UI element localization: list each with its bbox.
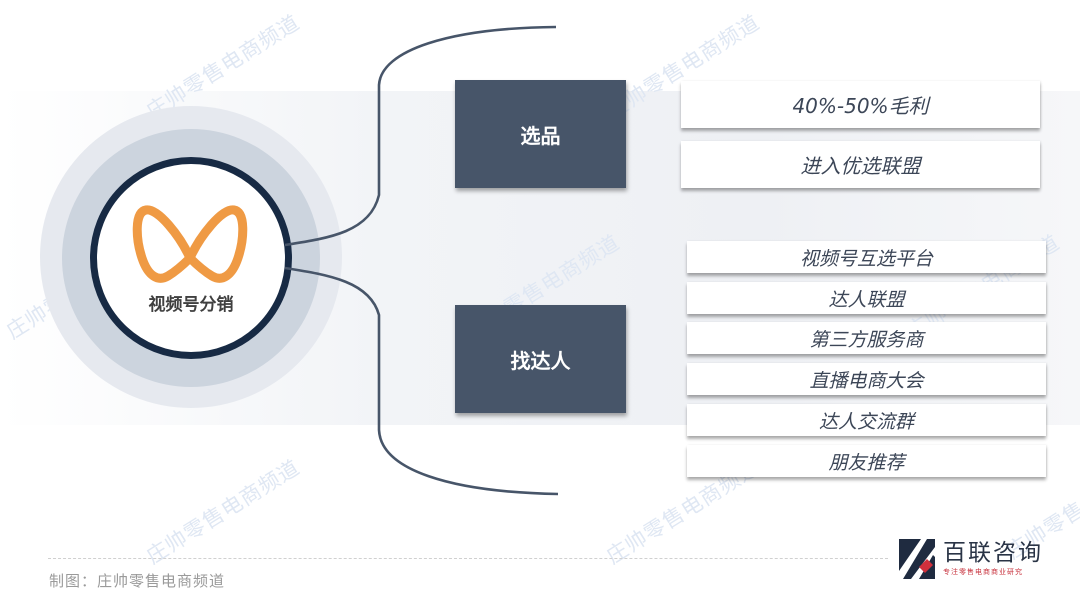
footer-divider (48, 558, 888, 559)
brand-tagline: 专注零售电商商业研究 (943, 568, 1023, 576)
brand-mark-icon (899, 539, 935, 579)
category-box-select-products: 选品 (455, 80, 626, 188)
brand-name: 百联咨询 (943, 540, 1043, 566)
hub-label: 视频号分销 (148, 295, 234, 315)
hub-circle (90, 157, 292, 359)
wechat-channels-logo-icon (132, 205, 248, 283)
item-influencer-group: 达人交流群 (687, 404, 1046, 436)
item-influencer-alliance: 达人联盟 (687, 282, 1046, 314)
item-third-party-provider: 第三方服务商 (687, 322, 1046, 354)
item-preferred-alliance: 进入优选联盟 (681, 141, 1040, 188)
item-margin: 40%-50%毛利 (681, 81, 1040, 128)
item-channels-mutual-selection-platform: 视频号互选平台 (687, 241, 1046, 273)
brand-logo: 百联咨询 专注零售电商商业研究 (897, 537, 1043, 581)
footer-credit: 制图：庄帅零售电商频道 (49, 572, 226, 590)
item-live-commerce-conference: 直播电商大会 (687, 363, 1046, 395)
item-friend-referral: 朋友推荐 (687, 445, 1046, 477)
category-box-find-influencers: 找达人 (455, 305, 626, 413)
